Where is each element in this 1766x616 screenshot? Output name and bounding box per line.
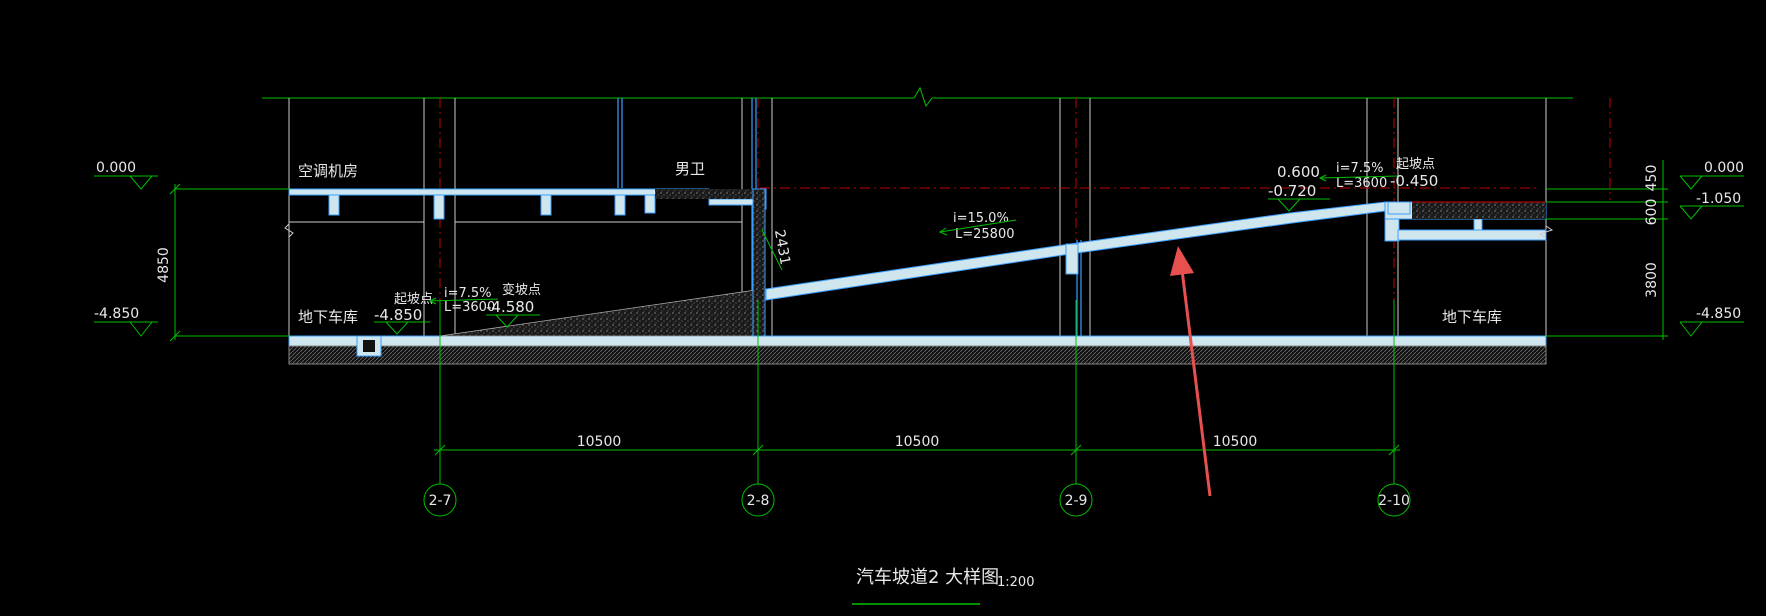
svg-text:2-9: 2-9 — [1065, 493, 1088, 509]
ramp-beam — [1065, 243, 1079, 275]
left-height-dimension — [169, 183, 289, 342]
ground-slab — [288, 335, 1547, 365]
building-outline — [288, 98, 1547, 336]
svg-text:-0.720: -0.720 — [1268, 182, 1316, 200]
svg-text:2-7: 2-7 — [429, 493, 452, 509]
right-dim-c: 3800 — [1644, 262, 1660, 298]
column-2-8 — [752, 188, 766, 337]
svg-text:2-8: 2-8 — [747, 493, 770, 509]
svg-text:-4.580: -4.580 — [486, 298, 534, 316]
right-floor-fill — [1412, 202, 1546, 219]
room-ac-label: 空调机房 — [298, 162, 358, 180]
right-elev-bottom: -4.850 — [1696, 306, 1741, 322]
svg-text:i=7.5%: i=7.5% — [444, 286, 492, 301]
svg-text:L=3600: L=3600 — [444, 300, 495, 315]
svg-text:-0.450: -0.450 — [1390, 172, 1438, 190]
drawing-title: 汽车坡道2 大样图 — [856, 567, 999, 588]
left-break — [284, 223, 294, 238]
right-dimensions — [1546, 160, 1668, 340]
svg-text:L=3600: L=3600 — [1336, 176, 1387, 191]
axis-bubble-2-9: 2-9 — [1059, 483, 1093, 517]
top-break-line — [262, 86, 1573, 108]
axis-bubble-2-8: 2-8 — [741, 483, 775, 517]
left-ramp-annotation: 起坡点 -4.850 i=7.5% L=3600 变坡点 -4.580 — [374, 282, 541, 335]
svg-text:起坡点: 起坡点 — [394, 292, 433, 307]
axis-bubble-2-7: 2-7 — [423, 483, 457, 517]
room-garage-right-label: 地下车库 — [1442, 308, 1502, 326]
right-ramp-annotation: 0.600 -0.720 i=7.5% L=3600 起坡点 -0.450 — [1268, 157, 1438, 212]
left-elev-markers — [94, 175, 158, 337]
room-garage-left-label: 地下车库 — [298, 308, 358, 326]
room-toilet-label: 男卫 — [675, 160, 705, 178]
svg-text:0.600: 0.600 — [1277, 163, 1320, 181]
right-dim-b: 600 — [1644, 199, 1660, 226]
right-elev-markers — [1679, 175, 1744, 337]
right-elev-mid: -1.050 — [1696, 191, 1741, 207]
right-elev-top: 0.000 — [1704, 160, 1744, 176]
svg-text:i=15.0%: i=15.0% — [953, 211, 1009, 226]
toilet-floor-fill — [655, 189, 754, 199]
span-1-label: 10500 — [577, 434, 622, 450]
left-elev-bottom: -4.850 — [94, 306, 139, 322]
svg-text:2431: 2431 — [771, 228, 793, 266]
red-arrow-annotation — [1170, 246, 1212, 497]
axis-bubble-2-10: 2-10 — [1377, 483, 1411, 517]
svg-text:-4.850: -4.850 — [374, 306, 422, 324]
drawing-scale: 1:200 — [997, 575, 1034, 590]
axis-lines-red — [439, 98, 1611, 336]
svg-text:变坡点: 变坡点 — [502, 282, 541, 298]
right-dim-a: 450 — [1644, 165, 1660, 192]
span-3-label: 10500 — [1213, 434, 1258, 450]
main-ramp-annotation: i=15.0% L=25800 2431 — [761, 211, 1017, 271]
left-elev-top: 0.000 — [96, 160, 136, 176]
left-height-label: 4850 — [156, 247, 172, 283]
svg-text:起坡点: 起坡点 — [1396, 157, 1435, 172]
svg-text:i=7.5%: i=7.5% — [1336, 161, 1384, 176]
svg-text:2-10: 2-10 — [1378, 493, 1410, 509]
span-2-label: 10500 — [895, 434, 940, 450]
svg-text:L=25800: L=25800 — [955, 227, 1015, 242]
axis-dimension-line — [434, 300, 1400, 484]
right-break — [1538, 225, 1554, 239]
